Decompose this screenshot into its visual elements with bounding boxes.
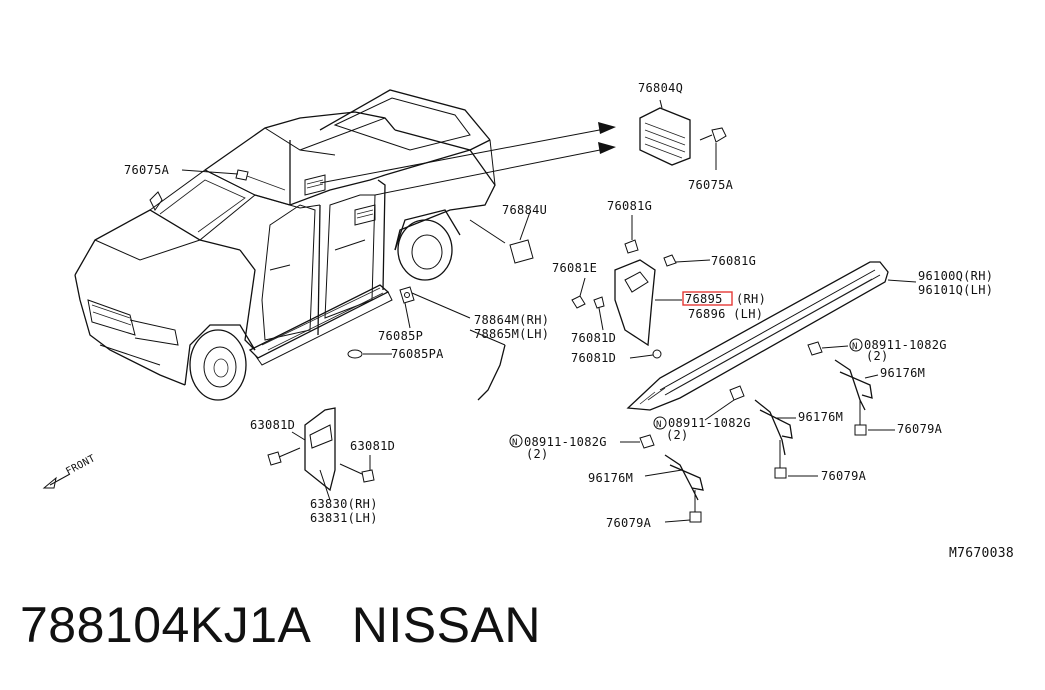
circle-n-icon: N N N (509, 338, 863, 448)
callout-76075a-right[interactable]: 76075A (688, 178, 734, 192)
callout-76075a-left[interactable]: 76075A (124, 163, 170, 177)
vent-arrows (181, 122, 616, 319)
callout-08911-b-qty: (2) (666, 428, 689, 442)
callout-76079a-a[interactable]: 76079A (897, 422, 943, 436)
callout-labels: 76804Q 76075A 76075A 76884U 76081G 76081… (124, 81, 1014, 561)
vent-grille-part[interactable] (639, 99, 691, 166)
callout-96176m-b[interactable]: 96176M (798, 410, 843, 424)
callout-96176m-a[interactable]: 96176M (880, 366, 925, 380)
front-label: FRONT (64, 453, 97, 478)
clip-part[interactable] (509, 211, 534, 264)
svg-text:N: N (852, 342, 858, 352)
callout-76081g-top[interactable]: 76081G (607, 199, 652, 213)
callout-63830[interactable]: 63830(RH) (310, 497, 378, 511)
callout-63081d-a[interactable]: 63081D (250, 418, 295, 432)
callout-76081g-right[interactable]: 76081G (711, 254, 756, 268)
callout-76804q[interactable]: 76804Q (638, 81, 683, 95)
callout-76079a-c[interactable]: 76079A (606, 516, 652, 530)
callout-78864m[interactable]: 78864M(RH) (474, 313, 549, 327)
callout-76081d-a[interactable]: 76081D (571, 331, 616, 345)
rear-mud-flap-part[interactable] (267, 407, 375, 501)
running-board-part[interactable] (626, 261, 917, 411)
pickup-truck-illustration (74, 89, 496, 401)
callout-76895[interactable]: 76895 (685, 292, 723, 306)
callout-96101q[interactable]: 96101Q(LH) (918, 283, 993, 297)
part-caption: 788104KJ1A NISSAN (20, 596, 541, 654)
mud-guard-part[interactable] (571, 215, 711, 359)
callout-63831[interactable]: 63831(LH) (310, 511, 378, 525)
callout-08911-a[interactable]: 08911-1082G (864, 338, 947, 352)
callout-08911-b[interactable]: 08911-1082G (668, 416, 751, 430)
sill-garnish-part[interactable] (469, 329, 506, 401)
callout-08911-a-qty: (2) (866, 349, 889, 363)
plug-part[interactable] (347, 349, 392, 359)
part-number: 788104KJ1A (20, 597, 309, 653)
callout-96100q[interactable]: 96100Q(RH) (918, 269, 993, 283)
svg-text:N: N (656, 420, 662, 430)
callout-76081e[interactable]: 76081E (552, 261, 597, 275)
grommet-part[interactable] (399, 286, 415, 329)
brand-name: NISSAN (351, 597, 541, 653)
highlighted-part-box (682, 291, 733, 306)
callout-96176m-c[interactable]: 96176M (588, 471, 633, 485)
bracket-assembly-right[interactable] (807, 341, 895, 436)
callout-63081d-b[interactable]: 63081D (350, 439, 395, 453)
callout-76085pa[interactable]: 76085PA (391, 347, 444, 361)
svg-text:N: N (512, 438, 518, 448)
callout-76895-rh: (RH) (736, 292, 766, 306)
diagram-code: M7670038 (949, 546, 1014, 561)
front-arrow-icon: FRONT (42, 453, 97, 489)
bracket-assembly-left[interactable] (620, 434, 704, 523)
callout-76884u[interactable]: 76884U (502, 203, 547, 217)
bracket-assembly-middle[interactable] (704, 385, 818, 479)
callout-08911-c-qty: (2) (526, 447, 549, 461)
callout-08911-c[interactable]: 08911-1082G (524, 435, 607, 449)
callout-76896[interactable]: 76896 (LH) (688, 307, 763, 321)
callout-76085p[interactable]: 76085P (378, 329, 423, 343)
callout-78865m[interactable]: 78865M(LH) (474, 327, 549, 341)
bolt-icon[interactable] (699, 127, 727, 170)
callout-76079a-b[interactable]: 76079A (821, 469, 867, 483)
callout-76081d-b[interactable]: 76081D (571, 351, 616, 365)
